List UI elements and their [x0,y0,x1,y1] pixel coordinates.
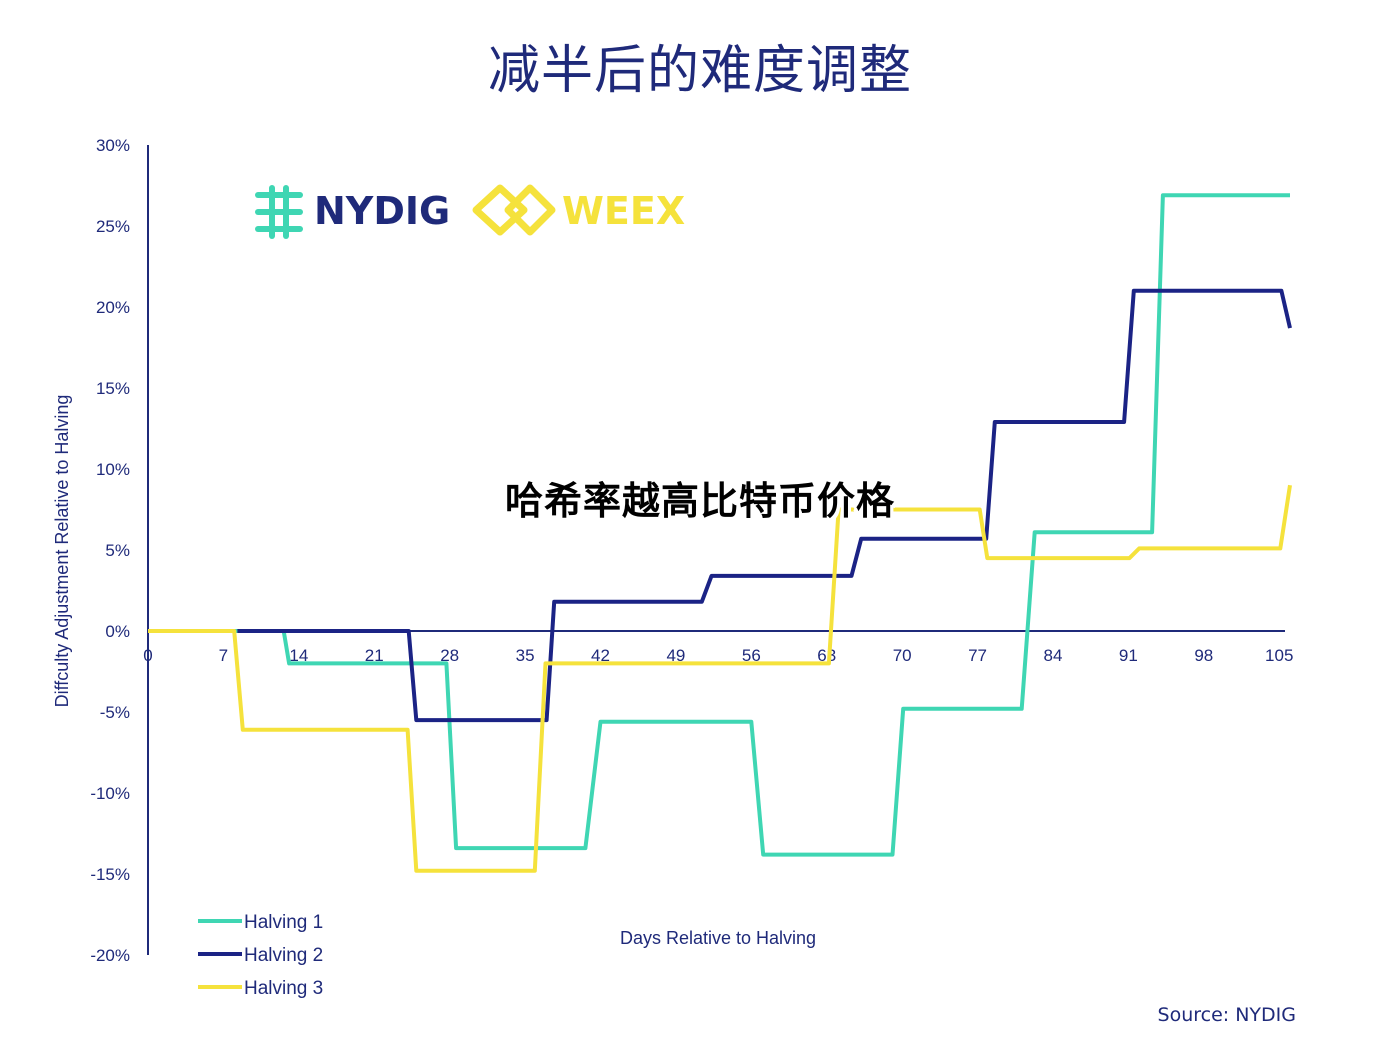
series-lines [148,193,1292,873]
x-tick-label: 98 [1194,646,1213,665]
axes [147,145,1285,955]
y-tick-label: 15% [96,379,130,398]
y-tick-labels: 30% 25% 20% 15% 10% 5% 0% -5% -10% -15% -20% [90,136,130,965]
series-line-halving-1 [148,193,1290,857]
series-line-halving-2 [237,288,1292,723]
weex-logo: WEEX [472,184,685,236]
weex-logo-text: WEEX [562,189,685,233]
x-tick-label: 56 [742,646,761,665]
x-tick-label: 42 [591,646,610,665]
legend: Halving 1 Halving 2 Halving 3 [198,912,323,999]
y-tick-label: -15% [90,865,130,884]
legend-label: Halving 2 [244,945,323,966]
series-line-halving-3 [148,484,1292,873]
y-tick-label: 20% [96,298,130,317]
x-tick-label: 14 [289,646,308,665]
legend-label: Halving 1 [244,912,323,933]
x-tick-label: 7 [219,646,228,665]
x-tick-label: 91 [1119,646,1138,665]
overlay-caption: 哈希率越高比特币价格 [504,479,895,523]
x-tick-label: 35 [516,646,535,665]
x-tick-label: 0 [143,646,152,665]
y-axis-label: Diffculty Adjustment Relative to Halving [52,395,72,708]
x-tick-label: 105 [1265,646,1293,665]
y-tick-label: 30% [96,136,130,155]
y-tick-label: -10% [90,784,130,803]
source-note: Source: NYDIG [1157,1004,1296,1026]
y-tick-label: 5% [105,541,130,560]
x-tick-label: 84 [1044,646,1063,665]
x-tick-label: 21 [365,646,384,665]
y-tick-label: -5% [100,703,130,722]
y-tick-label: -20% [90,946,130,965]
y-tick-label: 10% [96,460,130,479]
chart-title: 减半后的难度调整 [487,41,912,101]
x-tick-label: 77 [968,646,987,665]
weex-logo-mark [472,184,556,236]
nydig-logo-text: NYDIG [314,189,450,233]
x-axis-label: Days Relative to Halving [620,928,816,948]
x-tick-label: 49 [666,646,685,665]
legend-label: Halving 3 [244,978,323,999]
x-tick-label: 28 [440,646,459,665]
nydig-logo-mark [255,185,303,239]
y-tick-label: 0% [105,622,130,641]
nydig-logo: NYDIG [255,185,450,239]
y-tick-label: 25% [96,217,130,236]
x-tick-label: 70 [893,646,912,665]
